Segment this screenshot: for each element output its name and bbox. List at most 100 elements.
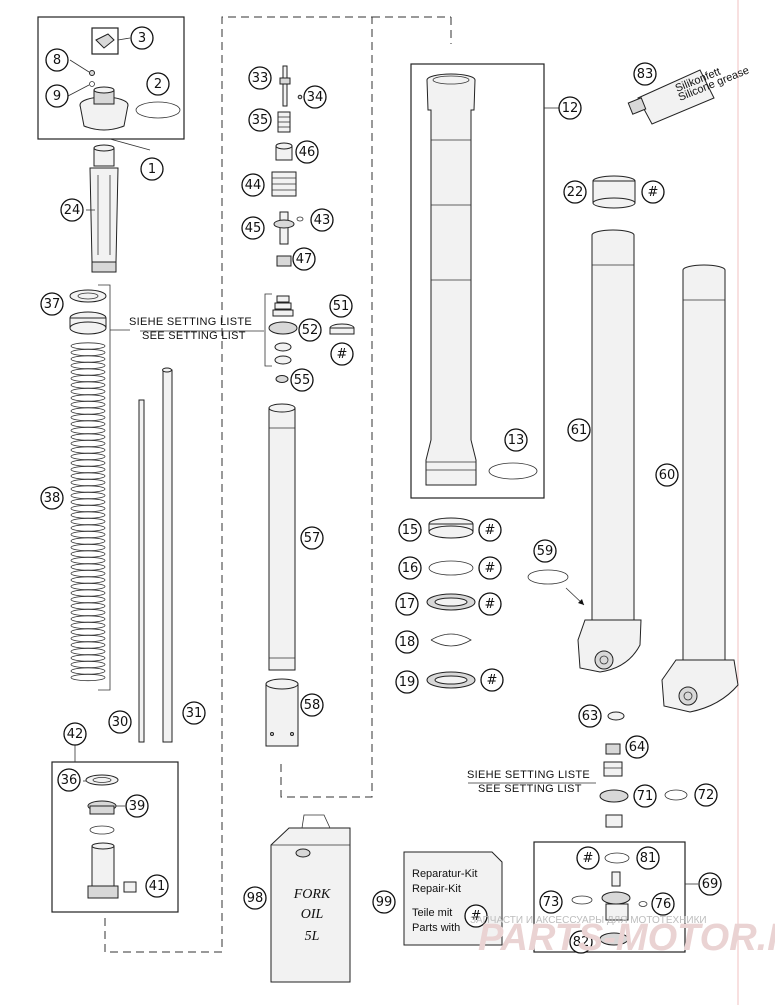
callout-number: 37	[44, 297, 61, 312]
callout-number: 3	[138, 31, 146, 46]
spring-coil	[70, 348, 106, 357]
callout-circle	[625, 735, 649, 759]
group-box-69	[533, 841, 686, 953]
spring-coil	[70, 485, 106, 493]
callout-number: 38	[44, 491, 61, 506]
callout-31: 31	[182, 701, 206, 725]
rod-30	[138, 399, 145, 743]
callout-circle	[310, 208, 334, 232]
callout-number: 33	[252, 71, 269, 86]
spring-coil	[70, 511, 106, 519]
callout-number: 83	[637, 67, 654, 82]
callout-15h: #	[478, 518, 502, 542]
callout-58: 58	[300, 693, 324, 717]
callout-41: 41	[145, 874, 169, 898]
damper-tube-57	[268, 403, 296, 671]
spring-coil	[70, 543, 106, 552]
callout-circle	[248, 108, 272, 132]
watermark-brand: PARTS-MOTOR.RU	[478, 917, 775, 959]
callout-47: 47	[292, 247, 316, 271]
callout-circle	[45, 84, 69, 108]
spring-coil	[70, 472, 106, 480]
damper-sleeve-58	[265, 678, 299, 747]
callout-circle	[633, 62, 657, 86]
callout-number: 2	[154, 77, 162, 92]
spring-coil	[70, 602, 106, 610]
callout-number: 60	[659, 468, 676, 483]
valve-kit-69-parts	[571, 852, 648, 946]
spring-coil	[70, 446, 106, 454]
callout-number: 30	[112, 715, 129, 730]
cartridge-part-24	[89, 144, 119, 273]
callout-12: 12	[558, 96, 582, 120]
callout-number: 59	[537, 544, 554, 559]
setting-label-de-right: SIEHE SETTING LISTE	[467, 769, 590, 781]
inner-tube-60	[661, 264, 739, 713]
spring-coil	[70, 394, 106, 402]
callout-number: 39	[129, 799, 146, 814]
kit-line-3: Teile mit	[412, 907, 452, 919]
spring-coil	[70, 439, 106, 448]
spring-coil	[70, 413, 106, 422]
callout-9: 9	[45, 84, 69, 108]
small-screw-part	[89, 70, 95, 76]
callout-circle	[569, 930, 593, 954]
slide-ring-13	[488, 462, 538, 480]
callout-number: 13	[508, 433, 525, 448]
callout-60: 60	[655, 463, 679, 487]
callout-circle	[539, 890, 563, 914]
callout-number: 43	[314, 213, 331, 228]
kit-line-1: Reparatur-Kit	[412, 868, 477, 880]
callout-number: #	[583, 851, 594, 866]
o-ring-part	[135, 101, 181, 119]
setting-label-en-right: SEE SETTING LIST	[478, 783, 582, 795]
spring-coil	[70, 355, 106, 363]
callout-number: 22	[567, 185, 584, 200]
callout-circle	[63, 722, 87, 746]
callout-99: 99	[372, 890, 396, 914]
spring-coil	[70, 628, 106, 636]
valve-stem-parts	[271, 65, 304, 267]
callout-number: 15	[402, 523, 419, 538]
callout-43: 43	[310, 208, 334, 232]
callout-number: 8	[53, 53, 61, 68]
callout-circle	[694, 783, 718, 807]
spring-coil	[70, 426, 106, 435]
callout-circle	[40, 486, 64, 510]
callout-number: 72	[698, 788, 715, 803]
spring-coil	[70, 498, 106, 506]
callout-number: 51	[333, 299, 350, 314]
callout-circle	[60, 198, 84, 222]
callout-circle	[395, 630, 419, 654]
callout-35: 35	[248, 108, 272, 132]
callout-3: 3	[130, 26, 154, 50]
spring-coil	[70, 420, 106, 428]
callout-17h: #	[478, 592, 502, 616]
spring-coil	[70, 589, 106, 597]
callout-number: 17	[399, 597, 416, 612]
fork-oil-can-98	[270, 814, 351, 983]
callout-circle	[533, 539, 557, 563]
callout-number: 73	[543, 895, 560, 910]
spring-coil	[70, 465, 106, 474]
callout-61: 61	[567, 418, 591, 442]
spring-coil	[70, 673, 106, 682]
spring-coil	[70, 387, 106, 396]
callout-38: 38	[40, 486, 64, 510]
callout-circle	[558, 96, 582, 120]
callout-circle	[295, 140, 319, 164]
callout-circle	[300, 693, 324, 717]
spring-coil	[70, 621, 106, 630]
callout-1: 1	[140, 157, 164, 181]
callout-number: #	[337, 347, 348, 362]
callout-82: 82	[569, 930, 593, 954]
callout-circle	[290, 368, 314, 392]
spring-coil	[70, 381, 106, 389]
spring-coil	[70, 654, 106, 662]
callout-45: 45	[241, 216, 265, 240]
callout-number: 36	[61, 773, 78, 788]
callout-circle	[563, 180, 587, 204]
callout-44: 44	[241, 173, 265, 197]
spring-coil	[70, 491, 106, 500]
callout-64: 64	[625, 735, 649, 759]
